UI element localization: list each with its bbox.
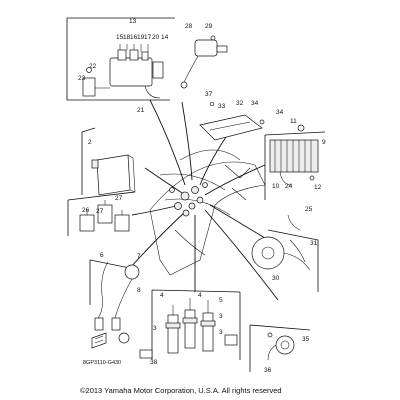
callout-2: 2 (88, 139, 92, 146)
callout-11: 11 (290, 118, 297, 125)
callout-12: 12 (314, 184, 322, 191)
rectifier-regulator (199, 101, 319, 186)
callout-35: 35 (302, 336, 310, 343)
callout-27: 27 (115, 195, 123, 202)
callout-27b: 27 (96, 208, 104, 215)
callout-17: 17 (144, 34, 152, 41)
callout-21: 21 (137, 107, 145, 114)
callout-3: 3 (153, 325, 157, 332)
callout-20: 20 (152, 34, 160, 41)
callout-36: 36 (264, 367, 272, 374)
copyright-text: ©2013 Yamaha Motor Corporation, U.S.A. A… (80, 386, 282, 395)
catalog-stamp-icon (91, 332, 107, 349)
group-frame-relay-box (66, 17, 175, 101)
callout-8: 8 (137, 287, 141, 294)
callout-4: 4 (160, 292, 164, 299)
callout-37: 37 (205, 91, 213, 98)
callout-9: 9 (322, 139, 326, 146)
callout-33: 33 (218, 103, 226, 110)
callout-15: 15 (116, 34, 124, 41)
callout-25: 25 (305, 206, 313, 213)
group-frame-sensors (89, 259, 131, 305)
group-frame-ecu (81, 127, 96, 195)
callout-13: 13 (129, 18, 137, 25)
diagram-code: 8GP3110-G430 (83, 360, 121, 366)
callout-18: 18 (123, 34, 131, 41)
main-wire-harness (149, 149, 266, 276)
callout-6: 6 (100, 252, 104, 259)
callout-5: 5 (219, 297, 223, 304)
callout-4b: 4 (198, 292, 202, 299)
callout-31: 31 (310, 240, 318, 247)
callout-29: 29 (205, 23, 213, 30)
main-switch-assembly (180, 35, 228, 89)
callout-10: 10 (272, 183, 280, 190)
callout-30: 30 (272, 275, 280, 282)
callout-7: 7 (137, 253, 141, 260)
group-frame-relays (67, 191, 136, 236)
callout-3c: 3 (219, 329, 223, 336)
ignition-coils (165, 298, 238, 354)
callout-19: 19 (137, 34, 145, 41)
callout-3b: 3 (219, 313, 223, 320)
callout-16: 16 (130, 34, 138, 41)
callout-23: 23 (78, 75, 86, 82)
callout-32: 32 (236, 100, 244, 107)
callout-26: 26 (82, 207, 90, 214)
ecu-unit (91, 154, 136, 196)
neutral-switch (267, 332, 295, 361)
group-frame-pickup (267, 229, 319, 292)
callout-22: 22 (89, 63, 97, 70)
leader-lines (129, 99, 279, 301)
callout-24: 24 (285, 183, 293, 190)
callout-34: 34 (251, 100, 259, 107)
pickup-coil (251, 214, 311, 271)
callout-14: 14 (161, 34, 169, 41)
sensor-group (94, 261, 153, 359)
callout-28: 28 (185, 23, 193, 30)
callout-labels: 13 15 18 16 19 17 20 14 22 23 21 28 29 3… (78, 18, 326, 374)
group-frame-neutral (249, 324, 311, 372)
fuse-relay-assembly (82, 44, 164, 99)
group-frame-regulator (264, 131, 326, 200)
relay-group (79, 200, 130, 232)
callout-38: 38 (150, 359, 158, 366)
group-frame-ignition (151, 289, 241, 360)
callout-34b: 34 (276, 109, 284, 116)
